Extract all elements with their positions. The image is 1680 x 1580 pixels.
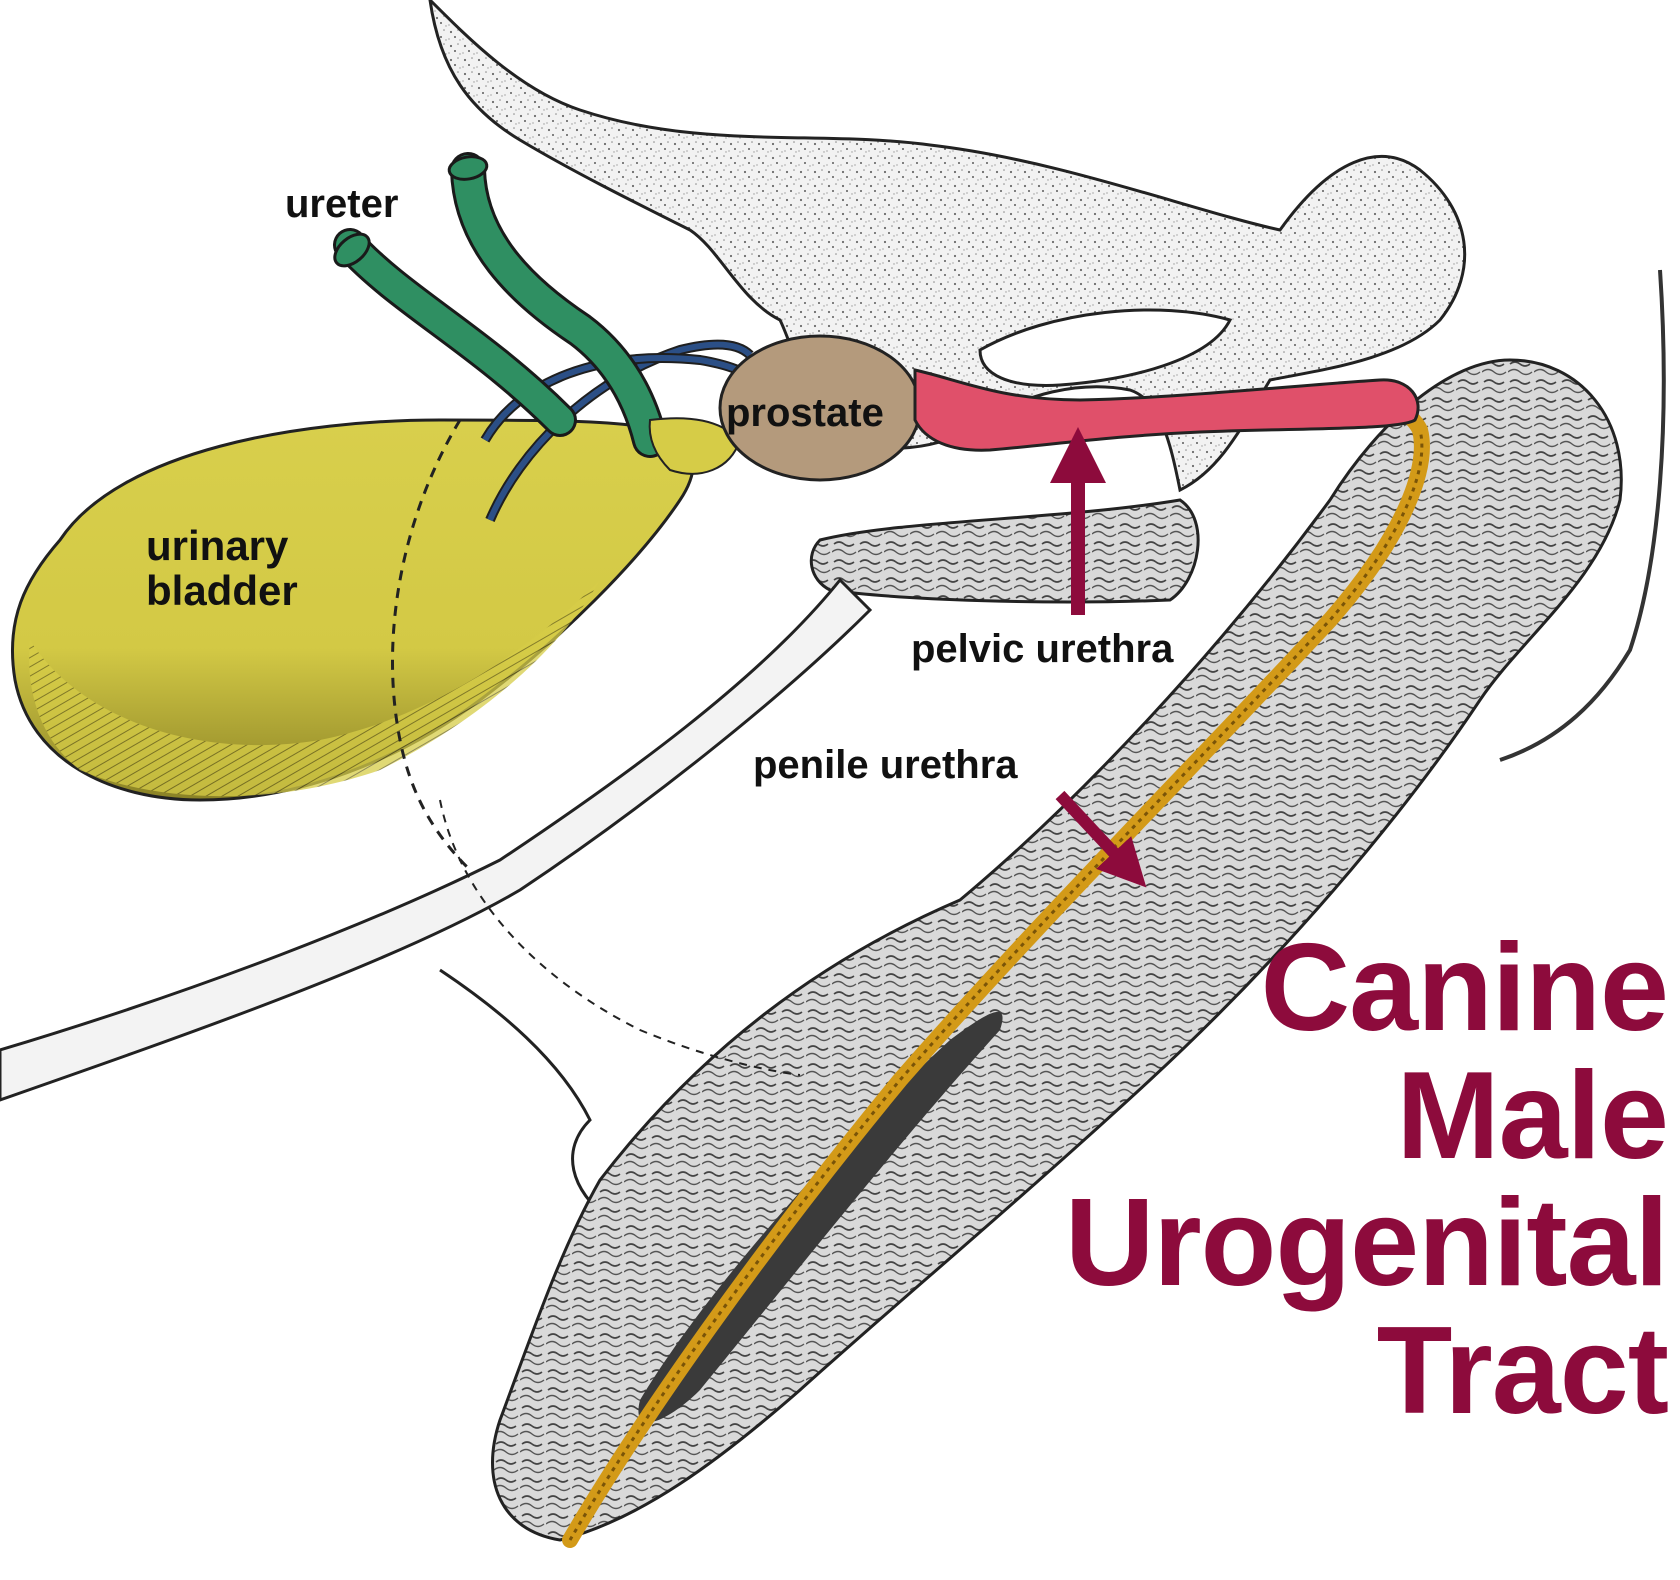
pelvic-floor-tissue	[811, 500, 1198, 602]
diagram-title: Canine Male Urogenital Tract	[1065, 925, 1668, 1436]
label-urinary-bladder: urinary bladder	[146, 523, 298, 614]
label-urinary-bladder-line1: urinary	[146, 523, 298, 568]
label-penile-urethra: penile urethra	[753, 745, 1018, 785]
label-pelvic-urethra: pelvic urethra	[911, 629, 1173, 669]
title-line-3: Urogenital	[1065, 1180, 1668, 1308]
label-ureter: ureter	[285, 184, 398, 224]
label-prostate: prostate	[726, 393, 884, 433]
title-line-2: Male	[1065, 1053, 1668, 1181]
label-urinary-bladder-line2: bladder	[146, 568, 298, 613]
title-line-1: Canine	[1065, 925, 1668, 1053]
title-line-4: Tract	[1065, 1308, 1668, 1436]
